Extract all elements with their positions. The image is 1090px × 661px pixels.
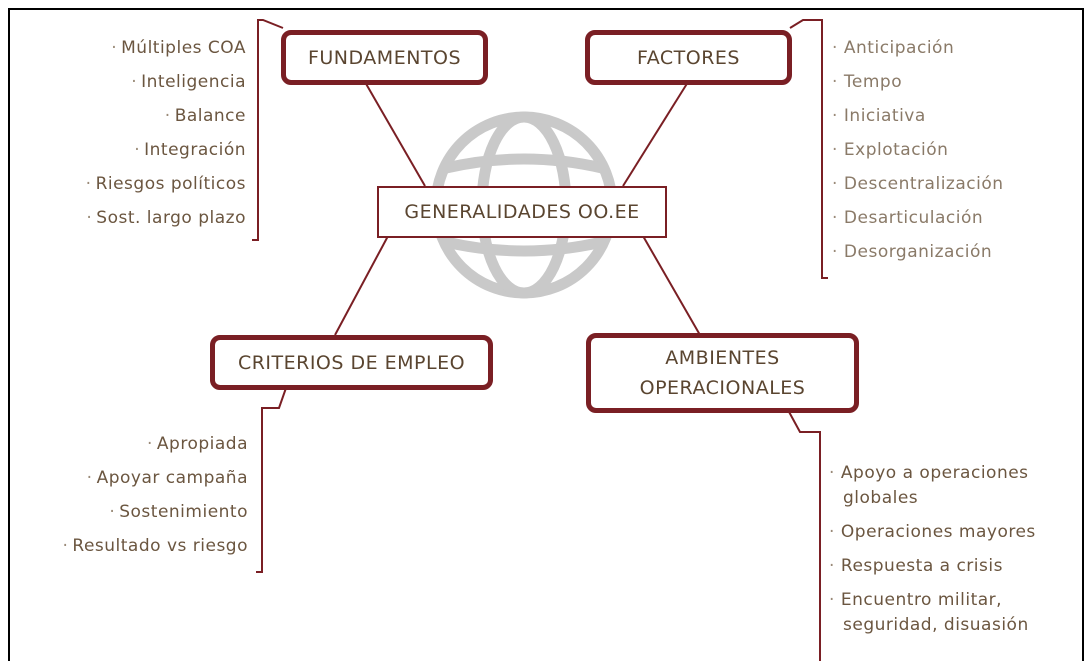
list-item: ·Apoyar campaña (86, 468, 248, 488)
list-item: ·Múltiples COA (111, 38, 246, 58)
list-item: ·Anticipación (832, 38, 955, 58)
list-item: ·Sost. largo plazo (86, 208, 246, 228)
list-item: ·Iniciativa (832, 106, 926, 126)
list-item: ·Riesgos políticos (85, 174, 246, 194)
bracket-factores (789, 19, 828, 279)
node-ambientes-label-line1: AMBIENTES (665, 347, 780, 369)
connector-factores (622, 81, 689, 187)
list-item: ·Apoyo a operaciones globales (829, 463, 1029, 508)
node-ambientes-label-line2: OPERACIONALES (639, 377, 806, 399)
list-item: ·Respuesta a crisis (829, 556, 1003, 576)
bracket-ambientes (787, 409, 821, 661)
list-item: ·Apropiada (147, 434, 248, 454)
node-criterios: CRITERIOS DE EMPLEO (210, 335, 493, 390)
node-fundamentos: FUNDAMENTOS (281, 30, 488, 85)
node-factores-label: FACTORES (637, 46, 740, 69)
list-item: ·Balance (164, 106, 246, 126)
node-factores: FACTORES (585, 30, 792, 85)
list-item: ·Desorganización (832, 242, 993, 262)
bracket-fundamentos (252, 19, 284, 241)
diagram-frame (8, 8, 1084, 661)
ambientes-list: ·Apoyo a operaciones globales ·Operacion… (829, 461, 1085, 647)
node-ambientes: AMBIENTES OPERACIONALES (586, 333, 859, 413)
connector-criterios (334, 235, 389, 336)
connector-fundamentos (364, 81, 426, 187)
fundamentos-list: ·Múltiples COA ·Inteligencia ·Balance ·I… (20, 31, 246, 235)
list-item: ·Encuentro militar, seguridad, disuasión (829, 590, 1029, 635)
list-item: ·Sostenimiento (109, 502, 248, 522)
connector-ambientes (642, 235, 701, 336)
list-item: ·Tempo (832, 72, 903, 92)
node-criterios-label: CRITERIOS DE EMPLEO (237, 351, 466, 374)
list-item: ·Integración (134, 140, 246, 160)
criterios-list: ·Apropiada ·Apoyar campaña ·Sostenimient… (10, 427, 248, 563)
bracket-criterios (256, 387, 287, 573)
node-fundamentos-label: FUNDAMENTOS (307, 46, 462, 69)
list-item: ·Descentralización (832, 174, 1004, 194)
list-item: ·Desarticulación (832, 208, 984, 228)
factores-list: ·Anticipación ·Tempo ·Iniciativa ·Explot… (832, 31, 1072, 269)
node-generalidades-label: GENERALIDADES OO.EE (404, 201, 640, 223)
list-item: ·Inteligencia (131, 72, 246, 92)
list-item: ·Operaciones mayores (829, 522, 1036, 542)
node-generalidades: GENERALIDADES OO.EE (377, 186, 667, 238)
list-item: ·Explotación (832, 140, 949, 160)
list-item: ·Resultado vs riesgo (62, 536, 248, 556)
